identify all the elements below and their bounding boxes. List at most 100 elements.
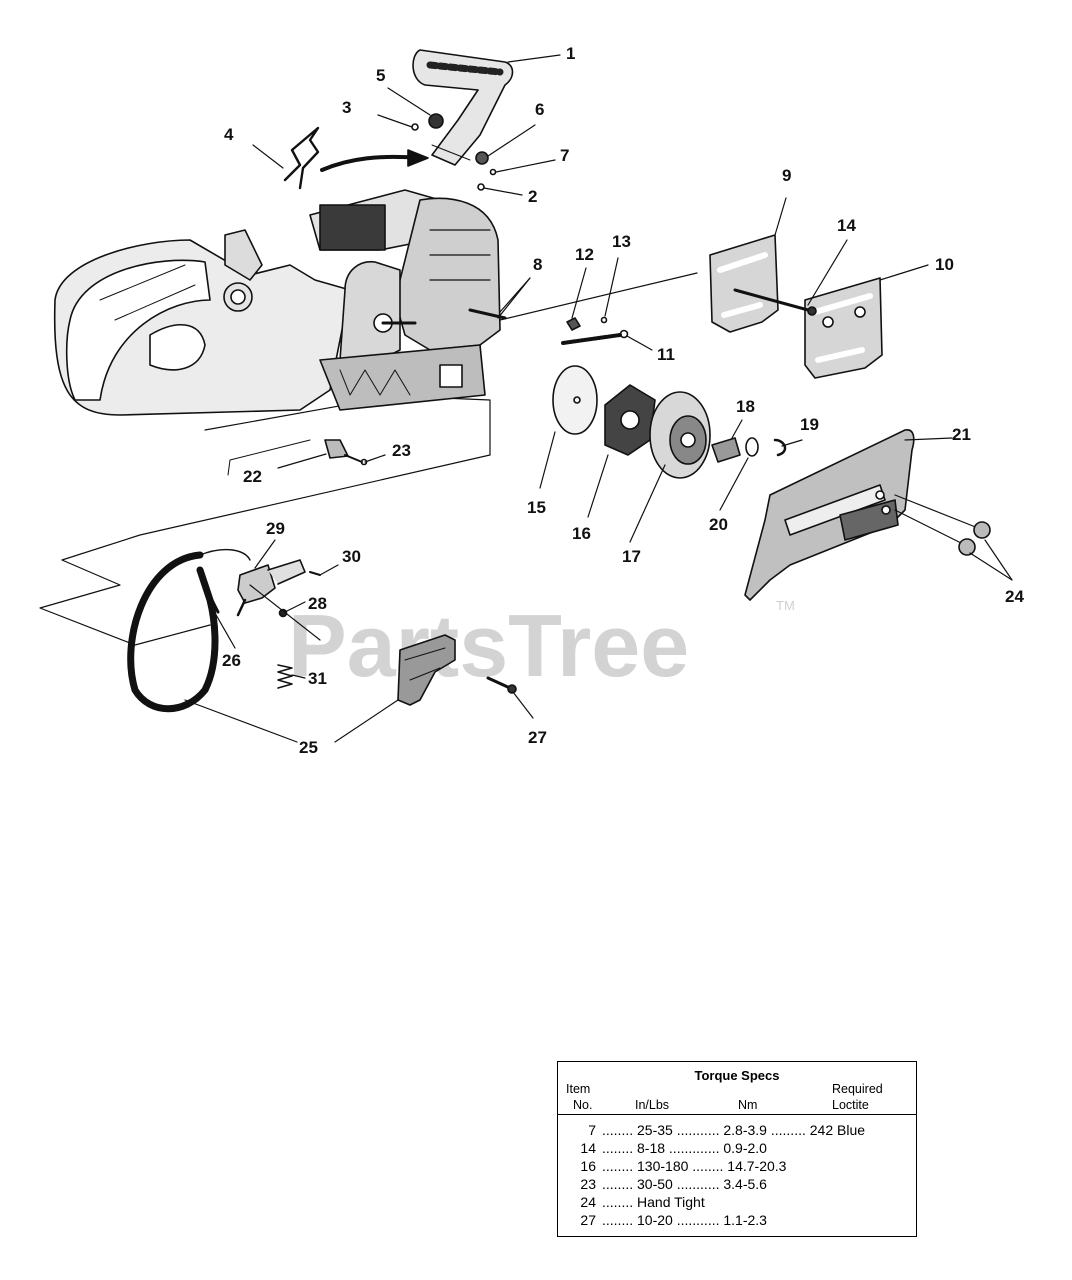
chainsaw-housing <box>53 229 351 416</box>
part-25-band-end <box>199 548 251 561</box>
callout-24: 24 <box>1005 587 1024 606</box>
header-item-line2: No. <box>573 1098 593 1112</box>
callout-4: 4 <box>224 125 234 144</box>
part-24-nut-b <box>958 538 976 556</box>
callout-25: 25 <box>299 738 318 757</box>
part-27-screw-head <box>507 684 517 694</box>
row-values: ........ 30-50 ........... 3.4-5.6 <box>602 1176 767 1192</box>
torque-row: 16 ........ 130-180 ........ 14.7-20.3 <box>558 1158 916 1176</box>
watermark-trademark: TM <box>776 598 795 613</box>
header-item-line1: Item <box>566 1082 591 1096</box>
callout-5: 5 <box>376 66 385 85</box>
part-26-pin <box>210 598 220 614</box>
torque-row: 24 ........ Hand Tight <box>558 1194 916 1212</box>
row-item: 24 <box>580 1194 596 1210</box>
callout-8: 8 <box>533 255 542 274</box>
table-header-rule <box>558 1114 916 1115</box>
callout-1: 1 <box>566 44 575 63</box>
watermark-text: PartsTree <box>288 596 689 695</box>
row-item: 16 <box>580 1158 596 1174</box>
part-12-adjuster <box>566 317 581 331</box>
callout-2: 2 <box>528 187 537 206</box>
callout-30: 30 <box>342 547 361 566</box>
part-18-bearing <box>711 437 741 463</box>
callout-3: 3 <box>342 98 351 117</box>
part-24-nut-shaft <box>894 494 979 546</box>
header-nm: Nm <box>738 1098 758 1112</box>
row-values: ........ 130-180 ........ 14.7-20.3 <box>602 1158 787 1174</box>
row-values: ........ 25-35 ........... 2.8-3.9 .....… <box>602 1122 866 1138</box>
torque-row: 27 ........ 10-20 ........... 1.1-2.3 <box>558 1212 916 1230</box>
part-30-pin <box>309 571 321 576</box>
torque-row: 23 ........ 30-50 ........... 3.4-5.6 <box>558 1176 916 1194</box>
part-24-nut-a <box>973 521 991 539</box>
part-6-bushing <box>475 151 489 165</box>
part-20-washer <box>745 437 759 457</box>
part-25-brake-band <box>127 551 219 713</box>
callout-12: 12 <box>575 245 594 264</box>
part-10-guide-plate <box>804 277 883 379</box>
part-4-spring-wire <box>283 126 320 190</box>
torque-row: 7 ........ 25-35 ........... 2.8-3.9 ...… <box>558 1122 916 1140</box>
callout-28: 28 <box>308 594 327 613</box>
row-values: ........ 8-18 ............. 0.9-2.0 <box>602 1140 767 1156</box>
callout-16: 16 <box>572 524 591 543</box>
part-11-bolt <box>561 333 622 345</box>
callout-31: 31 <box>308 669 327 688</box>
part-19-e-clip <box>773 438 787 457</box>
part-21-sprocket-cover <box>744 429 915 601</box>
row-item: 7 <box>588 1122 596 1138</box>
callout-26: 26 <box>222 651 241 670</box>
part-27-bracket <box>397 634 456 706</box>
header-loctite-line1: Required <box>832 1082 883 1096</box>
torque-row: 14 ........ 8-18 ............. 0.9-2.0 <box>558 1140 916 1158</box>
part-7-screw <box>489 168 497 176</box>
part-23-screw <box>344 454 363 463</box>
row-item: 23 <box>580 1176 596 1192</box>
part-1-chain-brake-handle <box>412 49 514 166</box>
direction-arrow <box>320 154 422 172</box>
header-inlbs: In/Lbs <box>635 1098 670 1112</box>
callout-21: 21 <box>952 425 971 444</box>
guide-plane-lower <box>39 559 211 646</box>
callout-14: 14 <box>837 216 856 235</box>
torque-specs-table: Torque Specs Item No. In/Lbs Nm Required… <box>557 1061 917 1237</box>
callout-9: 9 <box>782 166 791 185</box>
callout-20: 20 <box>709 515 728 534</box>
row-item: 27 <box>580 1212 596 1228</box>
direction-arrow-head <box>407 149 429 167</box>
part-16-clutch <box>604 384 656 456</box>
callout-15: 15 <box>527 498 546 517</box>
row-item: 14 <box>580 1140 596 1156</box>
part-31-spring <box>277 664 293 689</box>
header-loctite-line2: Loctite <box>832 1098 869 1112</box>
callout-18: 18 <box>736 397 755 416</box>
part-13-pin <box>600 316 608 324</box>
callout-7: 7 <box>560 146 569 165</box>
callout-23: 23 <box>392 441 411 460</box>
callout-17: 17 <box>622 547 641 566</box>
part-14-bolt-head <box>807 306 817 316</box>
part-17-clutch-drum <box>649 391 711 479</box>
callout-10: 10 <box>935 255 954 274</box>
callout-13: 13 <box>612 232 631 251</box>
part-3-pin <box>411 123 419 131</box>
row-values: ........ Hand Tight <box>602 1194 705 1210</box>
engine-crankcase <box>309 189 507 411</box>
callout-11: 11 <box>657 345 675 364</box>
part-15-hole <box>573 396 581 404</box>
callout-27: 27 <box>528 728 547 747</box>
part-5-nut <box>428 113 444 129</box>
torque-specs-title: Torque Specs <box>694 1068 780 1083</box>
part-29-lever <box>236 559 306 617</box>
callout-22: 22 <box>243 467 262 486</box>
row-values: ........ 10-20 ........... 1.1-2.3 <box>602 1212 767 1228</box>
guide-plane-left <box>227 439 311 476</box>
callout-19: 19 <box>800 415 819 434</box>
leader-lines <box>184 54 1013 743</box>
part-11-bolt-head <box>619 329 629 339</box>
callout-labels: 1 2 3 4 5 6 7 8 9 10 11 12 13 14 15 16 1… <box>222 44 1024 757</box>
part-2-pin <box>477 183 485 191</box>
part-27-screw <box>486 676 512 690</box>
